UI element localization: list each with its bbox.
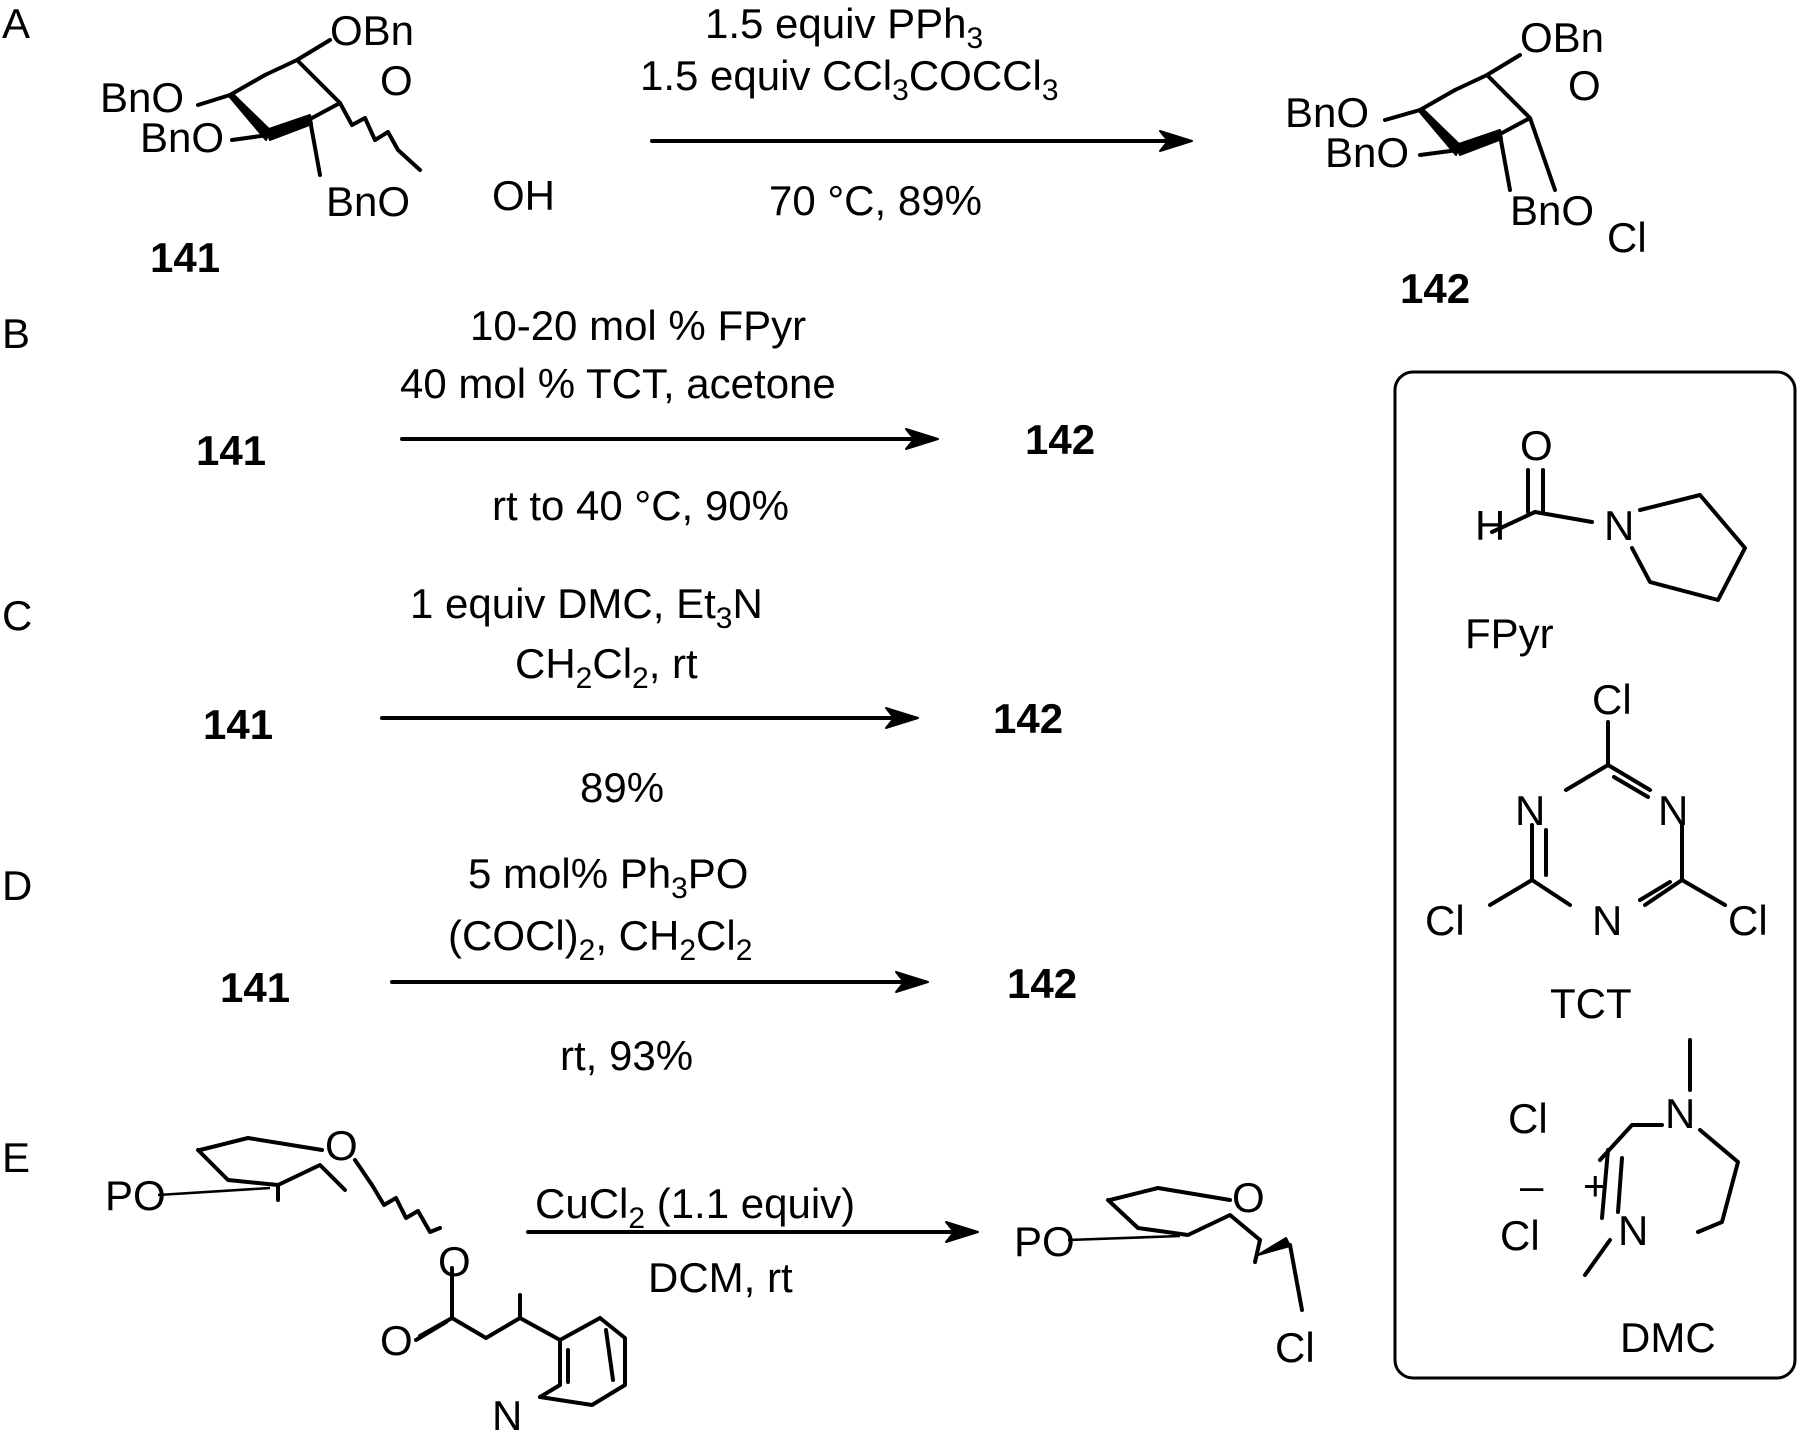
compound-142-number: 142 xyxy=(1025,416,1095,463)
bno-label: BnO xyxy=(1325,129,1409,176)
reagent-line: 1 equiv DMC, Et3N xyxy=(410,580,763,635)
po-label: PO xyxy=(1014,1218,1075,1265)
carbonyl-oxygen-label: O xyxy=(380,1317,413,1364)
reagent-line: 40 mol % TCT, acetone xyxy=(400,360,836,407)
obn-label: OBn xyxy=(330,7,414,54)
compound-141-number: 141 xyxy=(220,964,290,1011)
cl-label: Cl xyxy=(1275,1324,1315,1371)
carbonyl-oxygen-label: O xyxy=(1520,422,1553,469)
cl-label: Cl xyxy=(1607,214,1647,261)
ring-oxygen-label: O xyxy=(380,57,413,104)
compound-141-number: 141 xyxy=(203,701,273,748)
reagent-legend-box xyxy=(1393,370,1797,1380)
reagent-line: 5 mol% Ph3PO xyxy=(468,850,748,905)
h-label: H xyxy=(1475,502,1505,549)
plus-charge: + xyxy=(1583,1162,1608,1209)
n-label: N xyxy=(1515,787,1545,834)
compound-141-structure: OBn O BnO BnO BnO OH xyxy=(100,7,555,225)
panel-letter-a: A xyxy=(2,0,30,47)
compound-142-number: 142 xyxy=(1007,960,1077,1007)
dmc-name: DMC xyxy=(1620,1314,1716,1361)
conditions-below: 89% xyxy=(580,764,664,811)
bno-label: BnO xyxy=(326,178,410,225)
fpyr-structure: O H N xyxy=(1475,422,1747,602)
panel-letter-b: B xyxy=(2,310,30,357)
conditions-below: 70 °C, 89% xyxy=(769,177,982,224)
reagent-line: 10-20 mol % FPyr xyxy=(470,302,806,349)
minus-charge: – xyxy=(1520,1162,1544,1209)
n-label: N xyxy=(1618,1207,1648,1254)
fpyr-name: FPyr xyxy=(1465,610,1554,657)
tct-name: TCT xyxy=(1550,980,1632,1027)
n-label: N xyxy=(1604,502,1634,549)
compound-141-number: 141 xyxy=(150,234,220,281)
glycosyl-picolinate-structure: PO O O O N xyxy=(105,1122,627,1439)
ring-oxygen-label: O xyxy=(1568,62,1601,109)
n-label: N xyxy=(1658,787,1688,834)
cl-label: Cl xyxy=(1425,897,1465,944)
ester-oxygen-label: O xyxy=(438,1238,471,1285)
cl-label: Cl xyxy=(1728,897,1768,944)
compound-141-number: 141 xyxy=(196,427,266,474)
reagent-line: (COCl)2, CH2Cl2 xyxy=(448,912,752,967)
obn-label: OBn xyxy=(1520,14,1604,61)
ring-oxygen-label: O xyxy=(325,1122,358,1169)
bno-label: BnO xyxy=(1285,89,1369,136)
reagent-line: CuCl2 (1.1 equiv) xyxy=(535,1180,855,1235)
panel-letter-e: E xyxy=(2,1134,30,1181)
chloride-label: Cl xyxy=(1500,1212,1540,1259)
compound-142-number: 142 xyxy=(993,695,1063,742)
cl-label: Cl xyxy=(1508,1095,1548,1142)
panel-letter-d: D xyxy=(2,862,32,909)
conditions-below: rt, 93% xyxy=(560,1032,693,1079)
pyridine-nitrogen-label: N xyxy=(492,1392,522,1439)
oh-label: OH xyxy=(492,172,555,219)
glycosyl-chloride-structure: PO O Cl xyxy=(1014,1174,1315,1371)
conditions-below: DCM, rt xyxy=(648,1254,793,1301)
cl-label: Cl xyxy=(1592,676,1632,723)
bno-label: BnO xyxy=(1510,187,1594,234)
bno-label: BnO xyxy=(140,114,224,161)
conditions-below: rt to 40 °C, 90% xyxy=(492,482,789,529)
bno-label: BnO xyxy=(100,74,184,121)
po-label: PO xyxy=(105,1172,166,1219)
reagent-line: 1.5 equiv PPh3 xyxy=(705,0,983,55)
panel-letter-c: C xyxy=(2,592,32,639)
reagent-line: 1.5 equiv CCl3COCCl3 xyxy=(640,52,1059,107)
compound-142-number: 142 xyxy=(1400,265,1470,312)
compound-142-structure: OBn O BnO BnO BnO Cl xyxy=(1285,14,1647,261)
n-label: N xyxy=(1665,1090,1695,1137)
tct-structure: Cl N N N Cl Cl xyxy=(1425,676,1768,944)
dmc-structure: Cl N N + – Cl xyxy=(1500,1038,1740,1277)
reagent-line: CH2Cl2, rt xyxy=(515,640,698,695)
n-label: N xyxy=(1592,897,1622,944)
ring-oxygen-label: O xyxy=(1232,1174,1265,1221)
